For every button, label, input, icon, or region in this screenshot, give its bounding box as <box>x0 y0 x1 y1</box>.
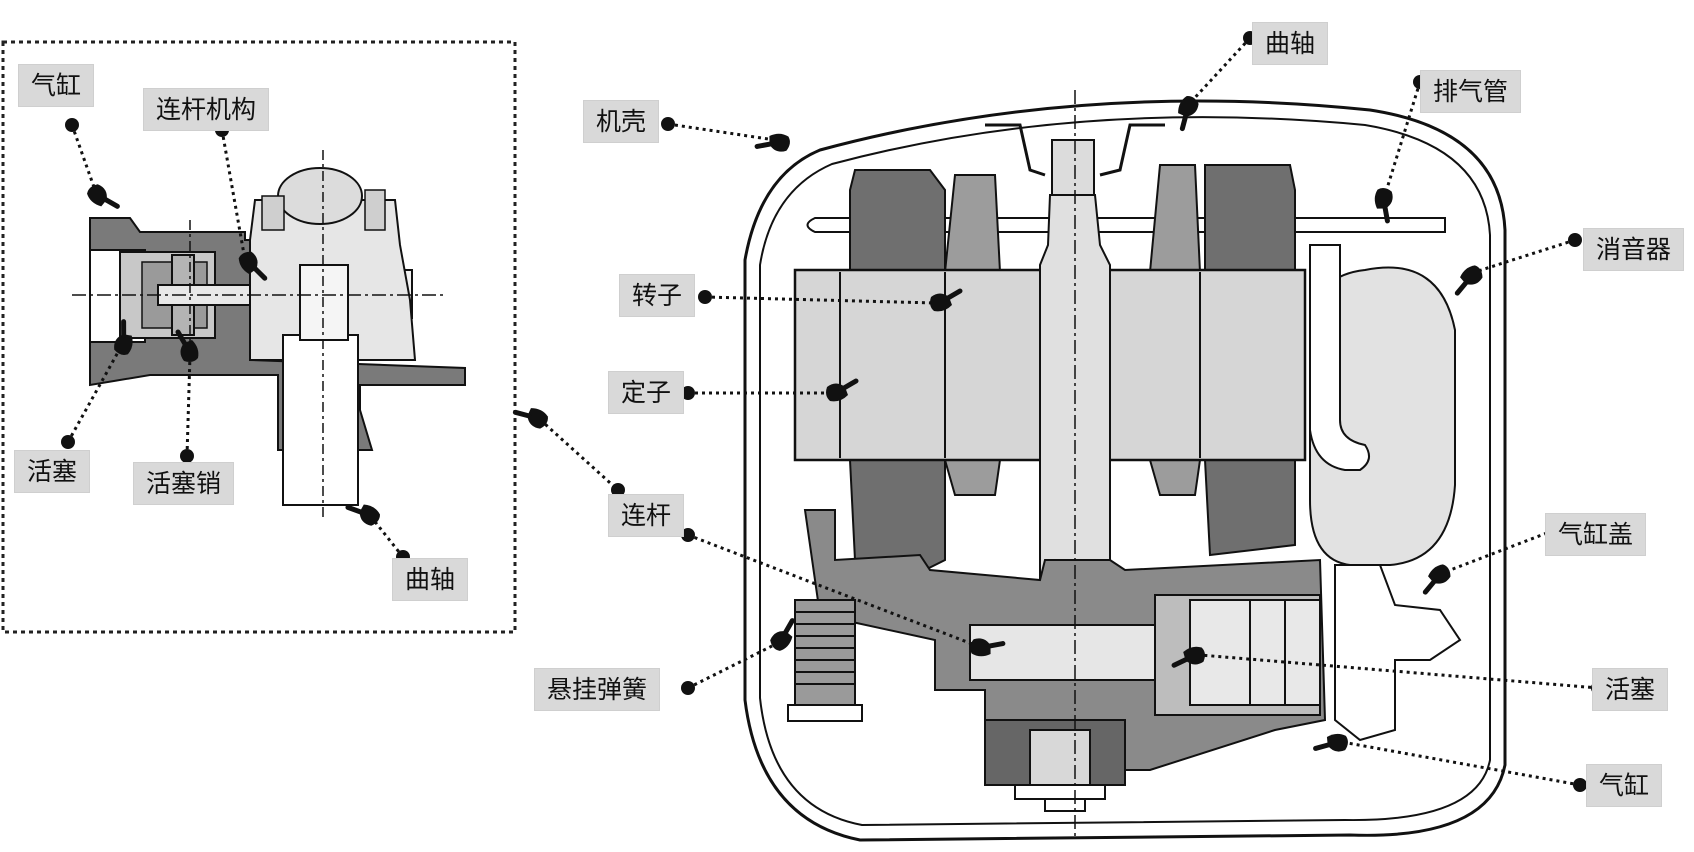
muffler-tube <box>1309 244 1370 471</box>
label-shell: 机壳 <box>583 100 660 143</box>
hand-icon <box>1450 264 1485 293</box>
leader-exhaust <box>1383 81 1422 196</box>
inset-crankpin <box>299 264 349 341</box>
leader-dot-conrod-upper <box>611 483 625 497</box>
leader-dot-cylinder <box>1573 778 1587 792</box>
cylinder-head <box>1334 564 1462 742</box>
compressor-main <box>743 90 1507 842</box>
hand-icon <box>85 180 118 216</box>
hand-icon <box>1418 563 1453 592</box>
inset-frame <box>1 40 517 634</box>
inset-crankshaft <box>282 334 359 506</box>
label-inset-cylinder: 气缸 <box>18 64 95 107</box>
leader-dot-muffler <box>1568 233 1582 247</box>
connecting-rod <box>969 624 1171 681</box>
label-suspension-spring: 悬挂弹簧 <box>534 668 661 711</box>
leader-dot-shell <box>661 117 675 131</box>
label-cylinder-head: 气缸盖 <box>1545 513 1647 556</box>
inset-panel <box>1 40 517 634</box>
label-crankshaft: 曲轴 <box>1252 22 1329 65</box>
winding-left-bottom <box>943 459 1002 496</box>
hand-icon <box>1168 93 1204 129</box>
inset-bolt-left <box>261 195 285 231</box>
label-inset-linkage-mechanism: 连杆机构 <box>143 88 270 131</box>
inset-bolt-right <box>364 189 386 231</box>
leader-dot-spring <box>681 681 695 695</box>
hand-icon <box>515 398 551 434</box>
leader-shell <box>667 122 776 142</box>
label-connecting-rod: 连杆 <box>608 494 685 537</box>
leader-inset-piston <box>66 344 124 443</box>
stator-right-top <box>1204 164 1296 273</box>
label-muffler: 消音器 <box>1583 228 1685 271</box>
stator-left-bottom <box>848 459 946 572</box>
label-piston: 活塞 <box>1592 668 1669 711</box>
inset-crank-dome <box>277 167 363 225</box>
leader-dot-stator <box>681 386 695 400</box>
winding-left <box>943 174 1002 273</box>
leader-spring <box>687 641 779 690</box>
leader-dot-conrod <box>681 528 695 542</box>
shell-outer <box>743 99 1507 842</box>
leader-conrod-upper <box>533 413 620 492</box>
stator-right-bottom <box>1203 459 1296 557</box>
leader-cyl-head <box>1444 526 1561 574</box>
leader-inset-crankshaft <box>370 517 405 558</box>
leader-rotor <box>704 295 936 305</box>
leader-inset-piston-pin <box>185 354 192 457</box>
piston-main <box>1189 599 1321 706</box>
winding-right <box>1148 164 1202 273</box>
leader-conrod <box>687 533 976 647</box>
leader-dot-rotor <box>698 290 712 304</box>
leader-inset-cylinder <box>70 124 97 191</box>
top-bracket <box>985 123 1165 177</box>
label-cylinder: 气缸 <box>1586 764 1663 807</box>
leader-inset-linkage <box>220 129 247 261</box>
hand-icon <box>1316 729 1350 756</box>
leader-cylinder <box>1341 740 1581 787</box>
winding-right-bottom <box>1148 459 1202 496</box>
stator-left-top <box>849 169 946 273</box>
label-stator: 定子 <box>608 371 685 414</box>
label-inset-piston: 活塞 <box>14 450 91 493</box>
label-exhaust-pipe: 排气管 <box>1420 70 1522 113</box>
suspension-spring <box>787 599 863 722</box>
label-inset-piston-pin: 活塞销 <box>133 462 235 505</box>
label-rotor: 转子 <box>619 274 696 317</box>
hand-icon <box>1368 186 1397 221</box>
leader-crankshaft <box>1188 36 1252 105</box>
label-inset-crankshaft: 曲轴 <box>392 558 469 601</box>
hand-icon <box>757 127 792 156</box>
leader-dot-inset-piston <box>61 435 75 449</box>
leader-dot-inset-piston-pin <box>180 449 194 463</box>
leader-dot-inset-cylinder <box>65 118 79 132</box>
